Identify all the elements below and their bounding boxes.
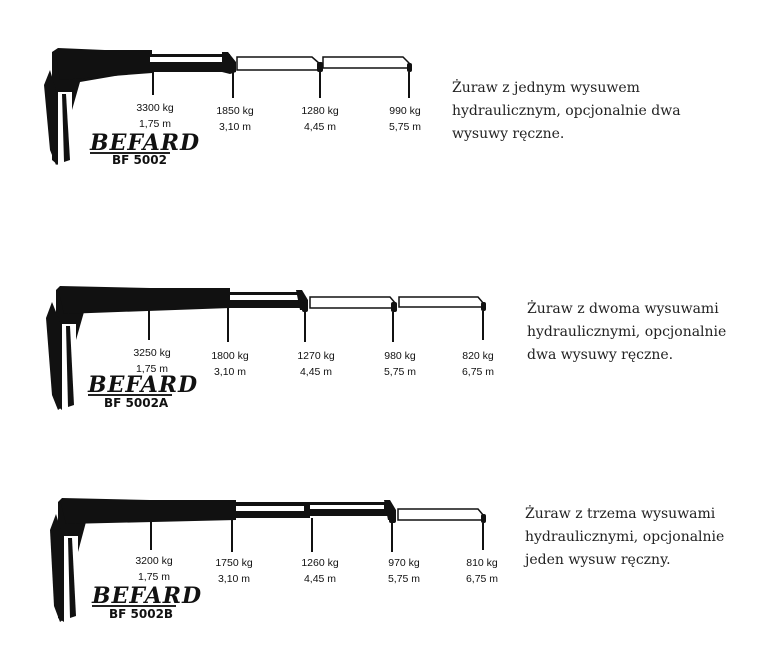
load-point-5: 820 kg 6,75 m bbox=[462, 348, 494, 380]
reach-value: 4,45 m bbox=[299, 366, 333, 378]
reach-value: 1,75 m bbox=[135, 363, 169, 375]
load-value: 1270 kg bbox=[297, 350, 335, 362]
load-point-5: 810 kg 6,75 m bbox=[466, 555, 498, 587]
brand-logo-text: BEFARD bbox=[88, 372, 199, 398]
load-point-4: 970 kg 5,75 m bbox=[388, 555, 420, 587]
load-point-1: 3200 kg 1,75 m bbox=[135, 553, 172, 585]
brand-logo-text: BEFARD bbox=[92, 583, 203, 609]
brand-underline bbox=[88, 394, 172, 396]
reach-value: 1,75 m bbox=[138, 118, 172, 130]
load-point-2: 1750 kg 3,10 m bbox=[215, 555, 252, 587]
crane-description: Żuraw z jednym wysuwem hydraulicznym, op… bbox=[452, 80, 681, 142]
load-point-3: 1280 kg 4,45 m bbox=[301, 103, 338, 135]
load-value: 990 kg bbox=[389, 105, 421, 117]
brand-logo: BEFARD bbox=[92, 583, 202, 609]
load-value: 3200 kg bbox=[135, 555, 173, 567]
model-label: BF 5002A bbox=[104, 396, 169, 410]
brand-logo: BEFARD bbox=[90, 130, 200, 156]
brand-underline bbox=[90, 152, 170, 154]
crane-description: Żuraw z dwoma wysuwami hydraulicznymi, o… bbox=[527, 301, 727, 363]
load-value: 970 kg bbox=[388, 557, 420, 569]
load-point-1: 3300 kg 1,75 m bbox=[136, 100, 173, 132]
reach-value: 5,75 m bbox=[388, 121, 422, 133]
reach-value: 6,75 m bbox=[465, 573, 499, 585]
reach-value: 4,45 m bbox=[303, 121, 337, 133]
load-value: 980 kg bbox=[384, 350, 416, 362]
brand-logo-text: BEFARD bbox=[90, 130, 201, 156]
load-value: 820 kg bbox=[462, 350, 494, 362]
crane-description: Żuraw z trzema wysuwami hydraulicznymi, … bbox=[525, 506, 725, 568]
load-value: 3300 kg bbox=[136, 102, 174, 114]
reach-value: 4,45 m bbox=[303, 573, 337, 585]
reach-value: 3,10 m bbox=[213, 366, 247, 378]
load-point-2: 1800 kg 3,10 m bbox=[211, 348, 248, 380]
model-label: BF 5002B bbox=[109, 607, 174, 621]
load-value: 1280 kg bbox=[301, 105, 339, 117]
load-value: 810 kg bbox=[466, 557, 498, 569]
reach-value: 6,75 m bbox=[461, 366, 495, 378]
load-point-4: 990 kg 5,75 m bbox=[389, 103, 421, 135]
load-point-3: 1260 kg 4,45 m bbox=[301, 555, 338, 587]
brand-underline bbox=[92, 605, 176, 607]
load-point-3: 1270 kg 4,45 m bbox=[297, 348, 334, 380]
model-label: BF 5002 bbox=[112, 153, 167, 167]
load-point-1: 3250 kg 1,75 m bbox=[133, 345, 170, 377]
reach-value: 3,10 m bbox=[218, 121, 252, 133]
load-value: 1850 kg bbox=[216, 105, 254, 117]
load-value: 1260 kg bbox=[301, 557, 339, 569]
reach-value: 5,75 m bbox=[383, 366, 417, 378]
load-value: 3250 kg bbox=[133, 347, 171, 359]
load-value: 1800 kg bbox=[211, 350, 249, 362]
load-point-2: 1850 kg 3,10 m bbox=[216, 103, 253, 135]
load-point-4: 980 kg 5,75 m bbox=[384, 348, 416, 380]
reach-value: 5,75 m bbox=[387, 573, 421, 585]
crane-bf5002-drawing-icon bbox=[44, 48, 412, 165]
crane-bf5002a-drawing-icon bbox=[46, 286, 486, 410]
reach-value: 1,75 m bbox=[137, 571, 171, 583]
load-value: 1750 kg bbox=[215, 557, 253, 569]
reach-value: 3,10 m bbox=[217, 573, 251, 585]
brand-logo: BEFARD bbox=[88, 372, 198, 398]
